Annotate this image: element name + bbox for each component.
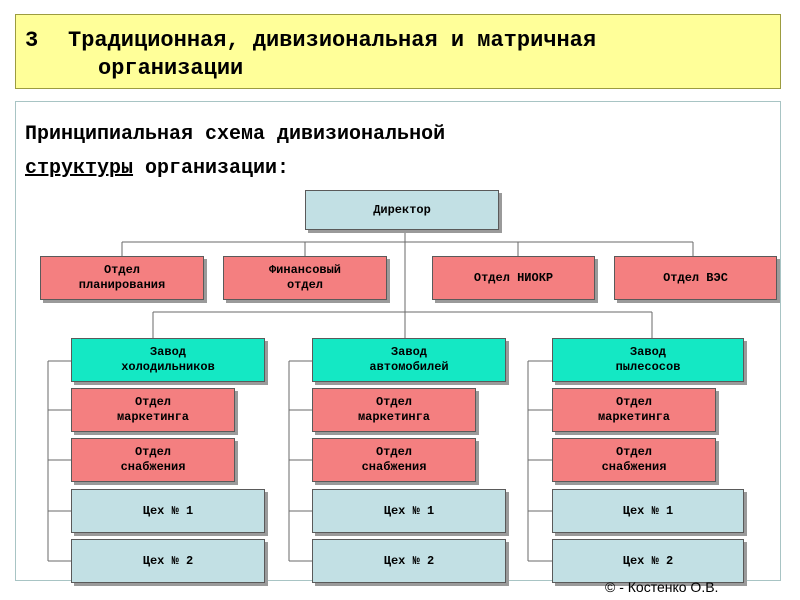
- node-plant2-shop2: Цех № 2: [312, 539, 506, 583]
- section-number: 3: [25, 28, 39, 53]
- node-director: Директор: [305, 190, 499, 230]
- node-planning-department: Отдел планирования: [40, 256, 204, 300]
- subtitle-line-2: структуры организации:: [25, 157, 665, 180]
- node-plant3-shop2: Цех № 2: [552, 539, 744, 583]
- node-plant1-shop2: Цех № 2: [71, 539, 265, 583]
- node-finance-department: Финансовый отдел: [223, 256, 387, 300]
- node-fea-department: Отдел ВЭС: [614, 256, 777, 300]
- node-plant2-supply: Отдел снабжения: [312, 438, 476, 482]
- subtitle-underlined-word: структуры: [25, 157, 134, 180]
- node-plant-vacuum-cleaners: Завод пылесосов: [552, 338, 744, 382]
- title-banner: 3 Традиционная, дивизиональная и матричн…: [15, 14, 781, 89]
- subtitle-line-1: Принципиальная схема дивизиональной: [25, 123, 446, 146]
- node-rnd-department: Отдел НИОКР: [432, 256, 595, 300]
- title-line-1: Традиционная, дивизиональная и матричная: [68, 28, 597, 53]
- node-plant3-supply: Отдел снабжения: [552, 438, 716, 482]
- node-plant1-shop1: Цех № 1: [71, 489, 265, 533]
- subtitle-rest: организации:: [133, 157, 290, 180]
- node-plant-refrigerators: Завод холодильников: [71, 338, 265, 382]
- node-plant-automobiles: Завод автомобилей: [312, 338, 506, 382]
- node-plant3-shop1: Цех № 1: [552, 489, 744, 533]
- copyright-footer: © - Костенко О.В.: [605, 579, 719, 595]
- node-plant1-supply: Отдел снабжения: [71, 438, 235, 482]
- node-plant3-marketing: Отдел маркетинга: [552, 388, 716, 432]
- node-plant2-shop1: Цех № 1: [312, 489, 506, 533]
- title-line-2: организации: [98, 56, 244, 81]
- node-plant1-marketing: Отдел маркетинга: [71, 388, 235, 432]
- node-plant2-marketing: Отдел маркетинга: [312, 388, 476, 432]
